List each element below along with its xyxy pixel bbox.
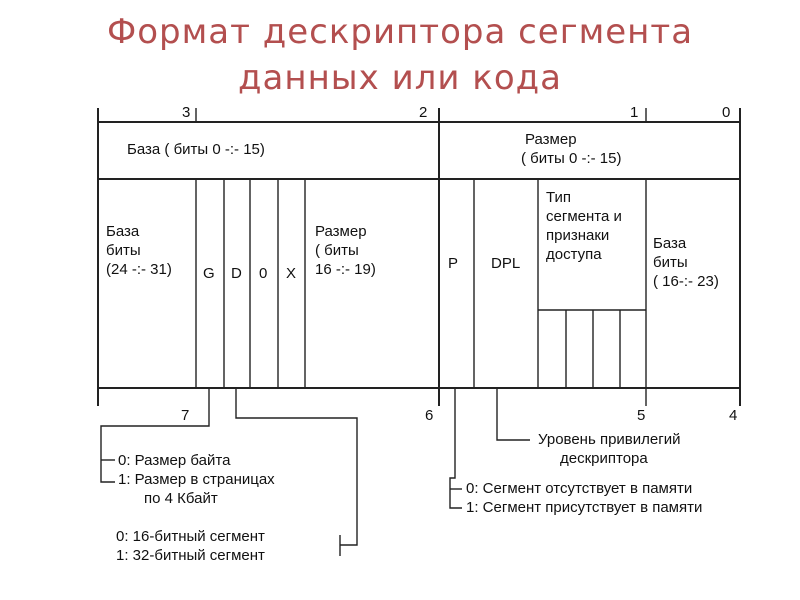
base-low-field: База ( биты 0 -:- 15) (127, 141, 265, 158)
x-bit: X (286, 265, 296, 282)
g-bit: G (203, 265, 215, 282)
p-bit-connector (449, 388, 462, 509)
zero-bit: 0 (259, 265, 267, 282)
byte-number-4: 4 (729, 407, 737, 424)
diagram-title-line1: Формат дескриптора сегмента (106, 12, 694, 52)
g-legend-line3: по 4 Кбайт (144, 490, 218, 507)
type-line3: признаки (546, 227, 609, 244)
dpl-connector (496, 388, 530, 441)
descriptor-table-frame (97, 108, 741, 406)
base-high-line3: (24 -:- 31) (106, 261, 172, 278)
base-mid-line1: База (653, 235, 687, 252)
limit-high-line1: Размер (315, 223, 367, 240)
byte-number-3: 3 (182, 104, 190, 121)
byte-number-6: 6 (425, 407, 433, 424)
byte-number-0: 0 (722, 104, 730, 121)
diagram-title-line2: данных или кода (238, 58, 562, 98)
limit-high-line2: ( биты (315, 242, 359, 259)
byte-number-1: 1 (630, 104, 638, 121)
base-high-line1: База (106, 223, 140, 240)
dpl-field: DPL (491, 255, 520, 272)
dpl-legend-line2: дескриптора (560, 450, 648, 467)
base-mid-line3: ( 16-:- 23) (653, 273, 719, 290)
p-bit: P (448, 255, 458, 272)
row2-dividers (195, 179, 647, 406)
type-line1: Тип (546, 189, 571, 206)
type-line2: сегмента и (546, 208, 622, 225)
d-bit-connector (235, 388, 358, 556)
byte-number-5: 5 (637, 407, 645, 424)
byte-number-7: 7 (181, 407, 189, 424)
base-high-line2: биты (106, 242, 141, 259)
base-mid-line2: биты (653, 254, 688, 271)
limit-high-line3: 16 -:- 19) (315, 261, 376, 278)
g-legend-line1: 0: Размер байта (118, 452, 231, 469)
limit-low-field-line1: Размер (525, 131, 577, 148)
p-legend-line1: 0: Сегмент отсутствует в памяти (466, 480, 692, 497)
limit-low-field-line2: ( биты 0 -:- 15) (521, 150, 621, 167)
byte-number-2: 2 (419, 104, 427, 121)
p-legend-line2: 1: Сегмент присутствует в памяти (466, 499, 702, 516)
type-line4: доступа (546, 246, 602, 263)
g-bit-connector (100, 388, 210, 483)
g-legend-line2: 1: Размер в страницах (118, 471, 275, 488)
d-bit: D (231, 265, 242, 282)
d-legend-line1: 0: 16-битный сегмент (116, 528, 265, 545)
d-legend-line2: 1: 32-битный сегмент (116, 547, 265, 564)
dpl-legend-line1: Уровень привилегий (538, 431, 680, 448)
